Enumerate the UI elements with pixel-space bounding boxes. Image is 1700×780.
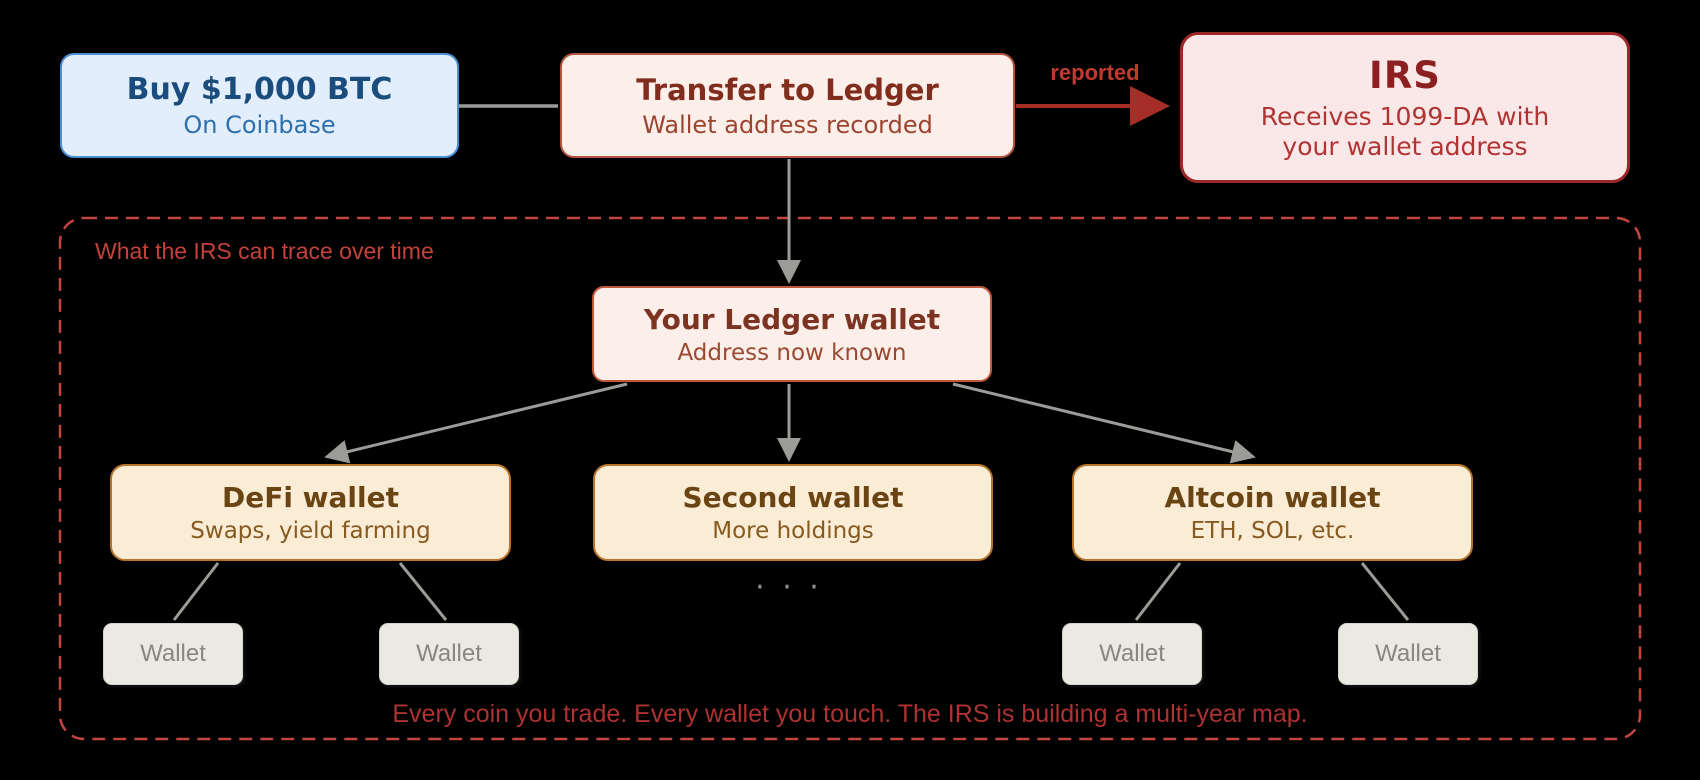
edge-ledger-to-defi <box>324 382 628 464</box>
second-wallet-node: Second wallet More holdings <box>593 464 993 561</box>
trace-section-label: What the IRS can trace over time <box>95 238 434 264</box>
transfer-ledger-title: Transfer to Ledger <box>636 72 939 107</box>
leaf-wallet-node: Wallet <box>103 623 243 685</box>
leaf-wallet-node: Wallet <box>1062 623 1202 685</box>
trace-container-border <box>58 216 1642 741</box>
altcoin-wallet-subtitle: ETH, SOL, etc. <box>1190 518 1355 544</box>
edge-ledger-to-altcoin <box>952 382 1256 464</box>
transfer-ledger-node: Transfer to Ledger Wallet address record… <box>560 53 1015 158</box>
ledger-wallet-subtitle: Address now known <box>677 339 907 366</box>
transfer-ledger-subtitle: Wallet address recorded <box>642 110 933 139</box>
ledger-wallet-node: Your Ledger wallet Address now known <box>592 286 992 382</box>
leaf-wallet-node: Wallet <box>1338 623 1478 685</box>
altcoin-wallet-title: Altcoin wallet <box>1164 481 1381 514</box>
trace-footer-text: Every coin you trade. Every wallet you t… <box>392 700 1308 728</box>
second-wallet-title: Second wallet <box>682 481 904 514</box>
irs-node: IRS Receives 1099-DA with your wallet ad… <box>1180 32 1630 183</box>
leaf-wallet-node: Wallet <box>379 623 519 685</box>
buy-btc-title: Buy $1,000 BTC <box>126 72 393 107</box>
edge-altcoin-to-wallet-4 <box>1360 562 1410 621</box>
altcoin-wallet-node: Altcoin wallet ETH, SOL, etc. <box>1072 464 1473 561</box>
irs-subtitle: Receives 1099-DA with your wallet addres… <box>1260 102 1550 161</box>
edge-defi-to-wallet-2 <box>398 562 448 621</box>
reported-edge-label: reported <box>1050 60 1140 85</box>
buy-btc-node: Buy $1,000 BTC On Coinbase <box>60 53 459 158</box>
buy-btc-subtitle: On Coinbase <box>183 111 336 139</box>
second-wallet-subtitle: More holdings <box>712 518 874 544</box>
ledger-wallet-title: Your Ledger wallet <box>643 302 941 336</box>
edge-defi-to-wallet-1 <box>172 562 220 621</box>
defi-wallet-node: DeFi wallet Swaps, yield farming <box>110 464 511 561</box>
irs-title: IRS <box>1369 54 1441 97</box>
edge-altcoin-to-wallet-3 <box>1134 562 1182 621</box>
more-wallets-ellipsis: · · · <box>755 570 823 605</box>
defi-wallet-title: DeFi wallet <box>221 481 400 514</box>
defi-wallet-subtitle: Swaps, yield farming <box>190 518 431 544</box>
